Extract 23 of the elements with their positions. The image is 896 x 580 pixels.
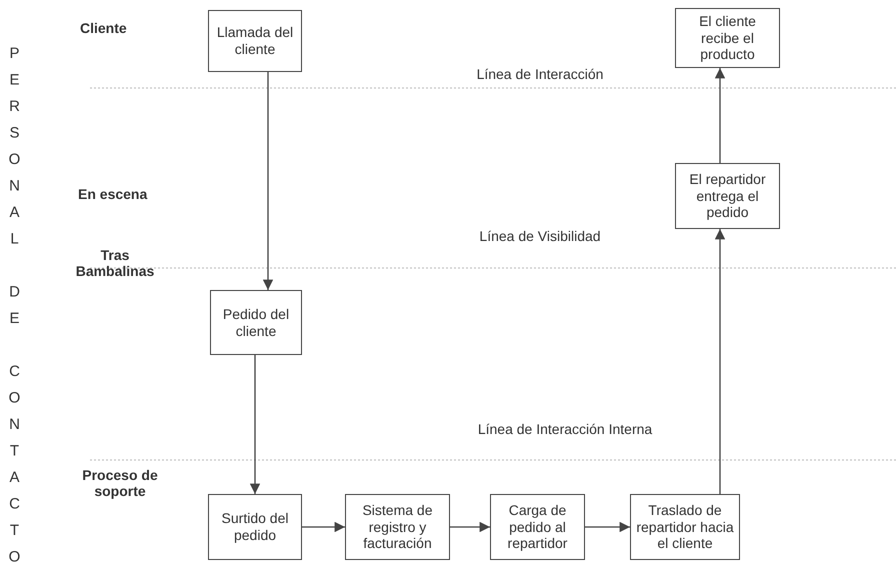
process-box: Carga de pedido al repartidor [490, 494, 585, 560]
line-label: Línea de Interacción Interna [476, 421, 654, 437]
lane-label: Proceso de soporte [81, 467, 159, 499]
lane-label: En escena [78, 186, 148, 202]
process-box: Llamada del cliente [208, 10, 302, 72]
process-box: Sistema de registro y facturación [345, 494, 450, 560]
process-box: Surtido del pedido [208, 494, 302, 560]
arrow [714, 229, 726, 494]
arrow [450, 522, 490, 532]
arrow [714, 68, 726, 163]
process-box: El cliente recibe el producto [675, 8, 780, 68]
arrow [250, 355, 260, 494]
line-label: Línea de Visibilidad [478, 228, 602, 244]
process-box: Traslado de repartidor hacia el cliente [630, 494, 740, 560]
arrow [302, 522, 345, 532]
arrow [262, 72, 274, 290]
lane-label: Tras Bambalinas [74, 247, 156, 279]
lane-label: Cliente [80, 20, 128, 36]
arrow [585, 522, 630, 532]
process-box: El repartidor entrega el pedido [675, 163, 780, 229]
line-label: Línea de Interacción [476, 66, 604, 82]
side-label: PERSONAL DE CONTACTO [6, 45, 23, 575]
process-box: Pedido del cliente [210, 290, 302, 355]
